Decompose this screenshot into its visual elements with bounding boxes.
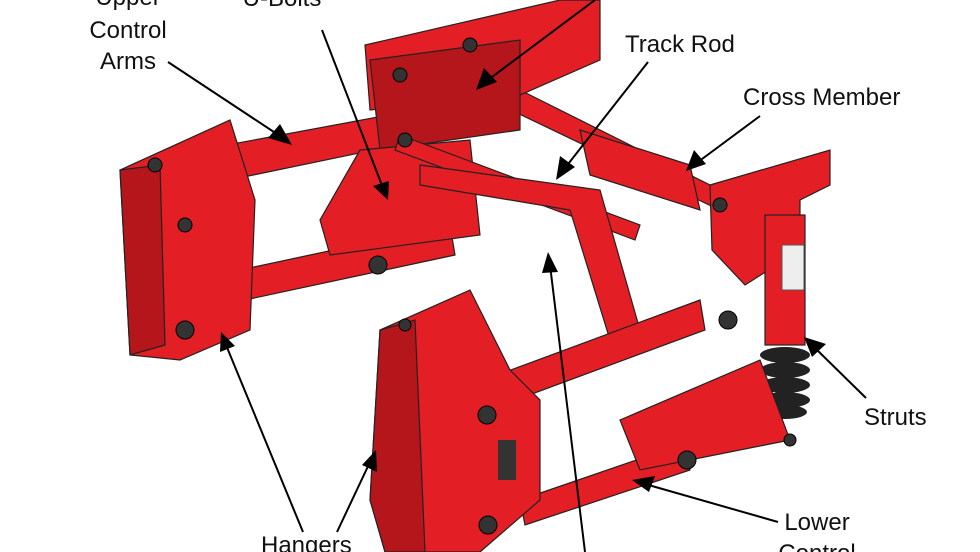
bolts — [147, 37, 797, 535]
front-hanger — [369, 289, 541, 552]
label-upper-control-arms-line1: Upper — [95, 0, 160, 11]
lower-control-arms — [469, 299, 791, 526]
label-upper-control-arms-line3: Arms — [100, 48, 156, 75]
label-u-bolts: U-Bolts — [243, 0, 322, 12]
leader-lines — [167, 0, 867, 552]
label-cross-member: Cross Member — [743, 84, 900, 111]
left-hanger — [119, 119, 256, 361]
label-lower-control-arms-line1: Lower — [784, 509, 849, 536]
label-lower-control-arms-line2: Control — [778, 540, 855, 552]
label-upper-control-arms-line2: Control — [89, 17, 166, 44]
label-hangers: Hangers — [261, 532, 352, 552]
label-track-rod: Track Rod — [625, 31, 735, 58]
labels: Upper Control Arms U-Bolts Track Rod Cro… — [89, 0, 926, 552]
label-struts: Struts — [864, 404, 927, 431]
